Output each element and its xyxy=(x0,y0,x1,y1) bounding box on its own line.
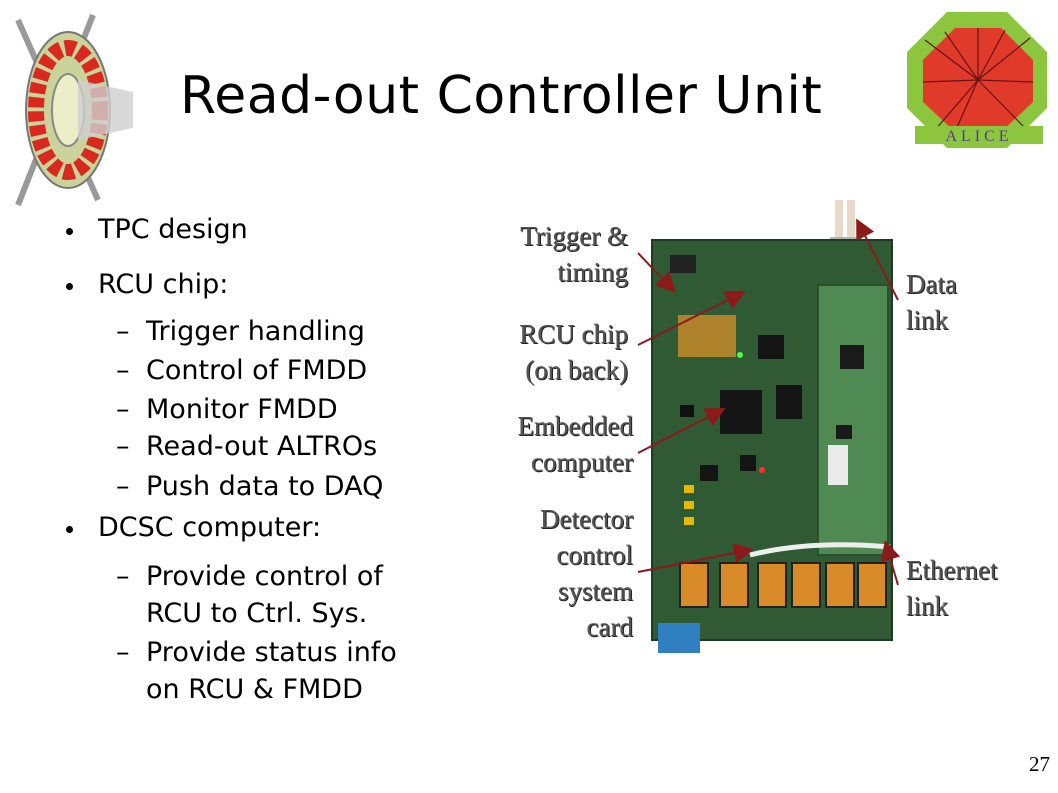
label-rcu-chip: RCU chip(on back) xyxy=(519,319,628,385)
bullet-dcsc-computer: DCSC computer: xyxy=(66,512,322,543)
sub-item: –Read-out ALTROs xyxy=(116,431,378,462)
sub-item: –Provide status info xyxy=(116,637,397,668)
page-number: 27 xyxy=(1029,752,1050,776)
bullet-dot-icon xyxy=(66,526,73,533)
bullet-dot-icon xyxy=(66,228,73,235)
bullet-rcu-chip: RCU chip: xyxy=(66,269,229,300)
label-trigger-timing: Trigger &timing xyxy=(520,221,628,287)
tpc-detector-logo xyxy=(15,13,133,207)
bullet-text: TPC design xyxy=(98,214,248,245)
bullet-text: DCSC computer: xyxy=(98,512,322,543)
sub-item: –Control of FMDD xyxy=(116,355,368,386)
sub-item-continued: RCU to Ctrl. Sys. xyxy=(146,598,368,629)
sub-item-continued: on RCU & FMDD xyxy=(146,674,363,705)
sub-item: –Monitor FMDD xyxy=(116,394,338,425)
svg-text:ALICE: ALICE xyxy=(945,128,1012,145)
slide-title: Read-out Controller Unit xyxy=(180,66,823,126)
sub-item: –Trigger handling xyxy=(116,316,365,347)
bullet-text: RCU chip: xyxy=(98,269,229,300)
alice-logo: ALICE xyxy=(907,12,1047,148)
bullet-dot-icon xyxy=(66,283,73,290)
rcu-board-photo xyxy=(651,200,893,653)
sub-item: –Push data to DAQ xyxy=(116,471,384,502)
bullet-tpc-design: TPC design xyxy=(66,214,248,245)
sub-item: –Provide control of xyxy=(116,561,383,592)
